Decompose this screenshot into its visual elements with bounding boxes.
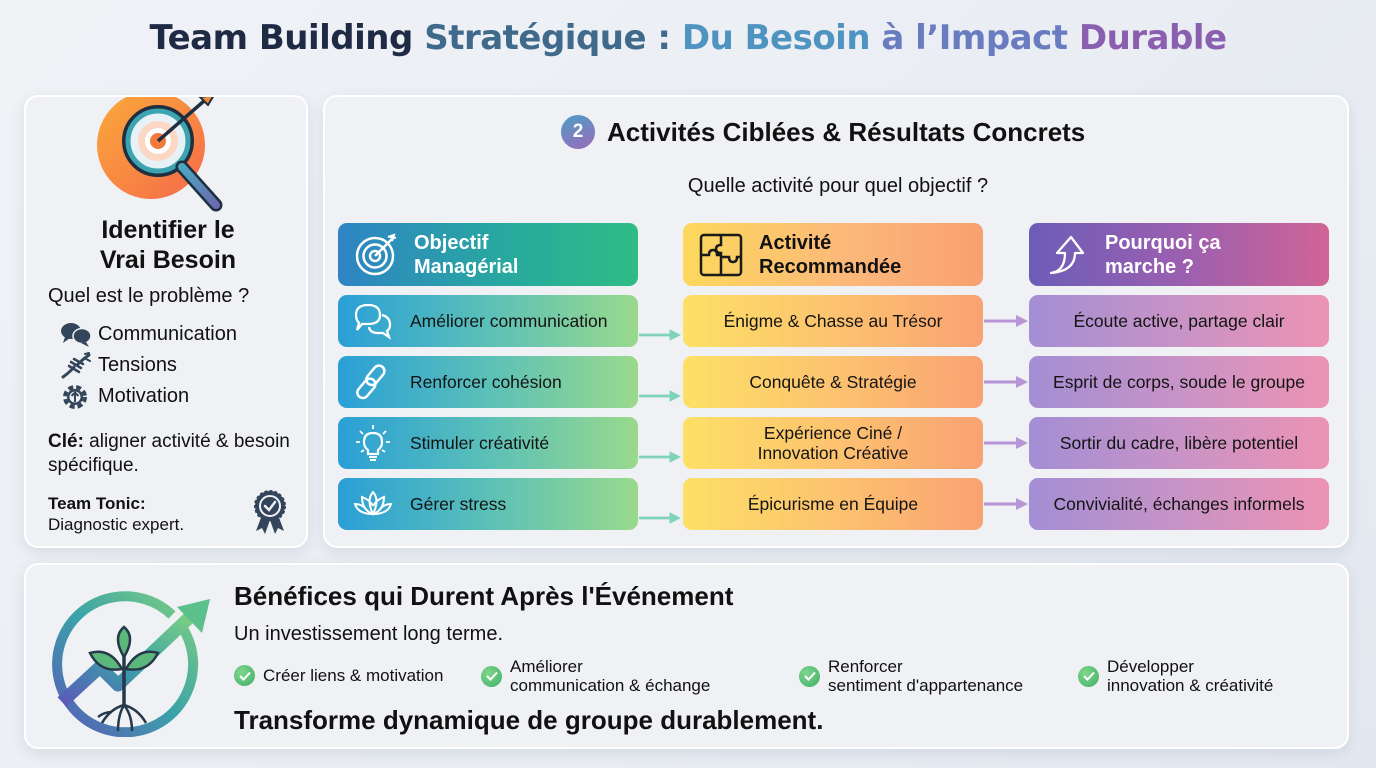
arrow-right-icon xyxy=(984,437,1028,449)
curved-arrow-up-icon xyxy=(1049,235,1085,274)
activities-subtitle: Quelle activité pour quel objectif ? xyxy=(687,175,989,197)
link-icon xyxy=(356,364,386,400)
speech-bubbles-icon xyxy=(61,322,92,347)
arrow-right-icon xyxy=(984,315,1028,327)
benefits-subtitle: Un investissement long terme. xyxy=(234,623,504,645)
activity-cell: Épicurisme en Équipe xyxy=(683,478,1028,530)
step-number-badge: 2 xyxy=(561,115,595,149)
benefit-item: Créer liens & motivation xyxy=(234,665,443,686)
problem-item: Tensions xyxy=(60,350,237,381)
arrow-right-icon xyxy=(984,498,1028,510)
check-circle-icon xyxy=(799,665,820,687)
title-part: Durable xyxy=(1078,18,1227,58)
broken-chain-icon xyxy=(61,351,91,378)
objective-cell: Améliorer communication xyxy=(338,295,681,347)
target-icon xyxy=(355,232,397,275)
activities-title: Activités Ciblées & Résultats Concrets xyxy=(607,116,1086,147)
why-cell: Esprit de corps, soude le groupe xyxy=(1029,356,1329,408)
objective-cell: Gérer stress xyxy=(338,478,681,530)
plant-growth-arrow-icon xyxy=(52,591,210,737)
arrow-right-icon xyxy=(639,512,681,524)
puzzle-icon xyxy=(699,233,743,276)
arrow-right-icon xyxy=(639,451,681,463)
arrow-right-icon xyxy=(639,390,681,402)
title-part: Team Building xyxy=(149,18,413,58)
check-circle-icon xyxy=(234,665,255,686)
lotus-icon xyxy=(353,490,393,517)
problem-question: Quel est le problème ? xyxy=(48,285,250,307)
problem-item: Communication xyxy=(60,319,237,350)
title-part: Du Besoin xyxy=(681,18,871,58)
benefits-conclusion: Transforme dynamique de groupe durableme… xyxy=(234,705,824,735)
identify-need-card: Identifier le Vrai Besoin Quel est le pr… xyxy=(24,95,308,548)
check-circle-icon xyxy=(1078,665,1099,687)
why-cell: Écoute active, partage clair xyxy=(1029,295,1329,347)
page-title: Team Building Stratégique : Du Besoin à … xyxy=(0,18,1376,58)
arrow-right-icon xyxy=(984,376,1028,388)
arrow-right-icon xyxy=(639,329,681,341)
key-insight: Clé: aligner activité & besoin spécifiqu… xyxy=(48,431,290,476)
why-cell: Sortir du cadre, libère potentiel xyxy=(1029,417,1329,469)
check-circle-icon xyxy=(481,665,502,687)
team-tonic-note: Team Tonic: Diagnostic expert. xyxy=(48,494,185,534)
award-badge-icon xyxy=(254,490,286,534)
activity-cell: Expérience Ciné / Innovation Créative xyxy=(683,417,1028,469)
gear-arrow-up-icon xyxy=(63,384,87,409)
title-part: à l’Impact xyxy=(881,18,1068,58)
left-title: Identifier le Vrai Besoin xyxy=(99,216,237,274)
problem-list: Communication Tensions Motivation xyxy=(60,319,237,412)
activities-card: 2 Activités Ciblées & Résultats Concrets… xyxy=(323,95,1349,548)
objective-cell: Stimuler créativité xyxy=(338,417,681,469)
chat-icon xyxy=(354,303,392,340)
lightbulb-icon xyxy=(356,425,390,461)
target-magnifier-icon xyxy=(97,97,223,212)
why-cell: Convivialité, échanges informels xyxy=(1029,478,1329,530)
activity-cell: Conquête & Stratégie xyxy=(683,356,1028,408)
title-part: Stratégique : xyxy=(424,18,671,58)
activity-cell: Énigme & Chasse au Trésor xyxy=(683,295,1028,347)
objective-cell: Renforcer cohésion xyxy=(338,356,681,408)
activities-header: 2 Activités Ciblées & Résultats Concrets xyxy=(561,115,1085,149)
benefits-card: Bénéfices qui Durent Après l'Événement U… xyxy=(24,563,1349,749)
benefits-title: Bénéfices qui Durent Après l'Événement xyxy=(234,581,734,611)
problem-item: Motivation xyxy=(60,381,237,412)
